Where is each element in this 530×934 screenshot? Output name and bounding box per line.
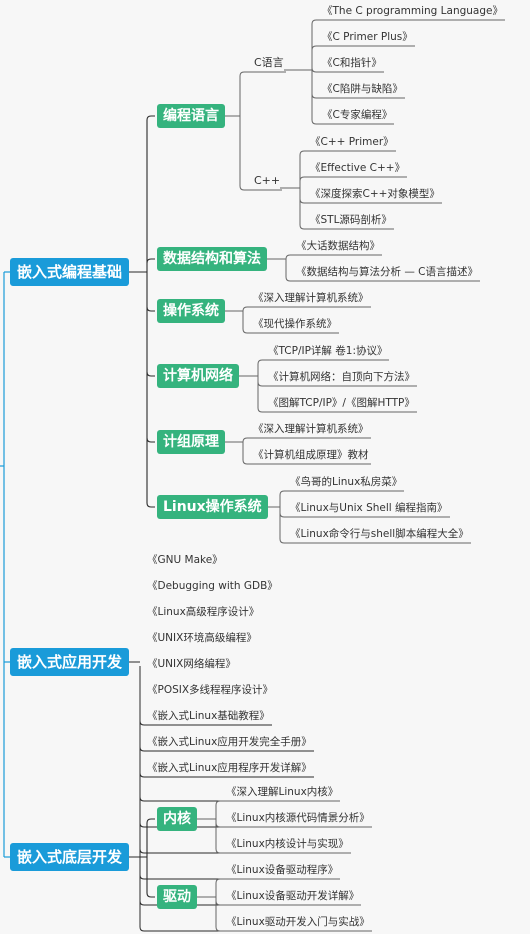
book-item[interactable]: 《Linux内核源代码情景分析》: [226, 812, 370, 824]
book-item[interactable]: 《C++ Primer》: [310, 136, 394, 148]
book-item[interactable]: 《Linux命令行与shell脚本编程大全》: [290, 528, 469, 540]
connector-line: [311, 119, 394, 125]
node-embedded-app-dev[interactable]: 嵌入式应用开发: [10, 648, 130, 676]
connector-line: [279, 538, 471, 544]
connector-line: [215, 848, 351, 854]
book-item[interactable]: 《嵌入式Linux应用开发完全手册》: [147, 736, 312, 748]
book-item[interactable]: 《深入理解计算机系统》: [253, 292, 369, 304]
node-linux-os[interactable]: Linux操作系统: [157, 495, 268, 519]
book-item[interactable]: 《C专家编程》: [322, 109, 393, 121]
connector-line: [285, 276, 480, 282]
connector-line: [239, 71, 286, 77]
book-item[interactable]: 《Debugging with GDB》: [147, 580, 278, 592]
book-item[interactable]: 《深度探索C++对象模型》: [310, 188, 440, 200]
book-item[interactable]: 《大话数据结构》: [296, 240, 380, 252]
node-computer-networks[interactable]: 计算机网络: [157, 364, 239, 388]
connector-line: [215, 878, 340, 884]
connector-line: [299, 150, 396, 156]
connector-line: [242, 459, 371, 465]
book-item[interactable]: 《Effective C++》: [310, 162, 406, 174]
connector-line: [242, 437, 371, 443]
connector-line: [239, 185, 282, 191]
node-data-structures-algorithms[interactable]: 数据结构和算法: [157, 247, 267, 271]
book-item[interactable]: 《现代操作系统》: [253, 318, 337, 330]
connector-line: [299, 224, 394, 230]
node-operating-systems[interactable]: 操作系统: [157, 299, 225, 323]
node-computer-organization[interactable]: 计组原理: [157, 430, 225, 454]
book-item[interactable]: 《Linux内核设计与实现》: [226, 838, 349, 850]
book-item[interactable]: 《C和指针》: [322, 57, 382, 69]
connector-line: [139, 926, 372, 932]
node-c-language[interactable]: C语言: [254, 56, 284, 69]
book-item[interactable]: 《UNIX环境高级编程》: [147, 632, 257, 644]
connector-line: [146, 371, 155, 377]
connector-line: [146, 892, 155, 898]
book-item[interactable]: 《Linux设备驱动开发详解》: [226, 890, 360, 902]
connector-line: [146, 306, 155, 312]
node-cpp[interactable]: C++: [254, 174, 281, 187]
book-item[interactable]: 《Linux与Unix Shell 编程指南》: [290, 502, 448, 514]
book-item[interactable]: 《C Primer Plus》: [322, 31, 413, 43]
book-item[interactable]: 《嵌入式Linux应用程序开发详解》: [147, 762, 312, 774]
book-item[interactable]: 《C陷阱与缺陷》: [322, 83, 403, 95]
connector-line: [311, 45, 415, 51]
connector-line: [146, 258, 155, 264]
connector-line: [257, 407, 417, 413]
node-kernel[interactable]: 内核: [157, 807, 197, 831]
node-drivers[interactable]: 驱动: [157, 885, 197, 909]
connector-line: [279, 490, 404, 496]
book-item[interactable]: 《图解TCP/IP》/《图解HTTP》: [268, 397, 415, 409]
book-item[interactable]: 《计算机组成原理》教材: [253, 449, 369, 461]
node-embedded-low-level-dev[interactable]: 嵌入式底层开发: [10, 843, 130, 871]
connector-line: [257, 359, 389, 365]
connector-line: [285, 254, 382, 260]
connector-line: [242, 328, 339, 334]
connector-line: [242, 306, 371, 312]
book-item[interactable]: 《STL源码剖析》: [310, 214, 392, 226]
book-item[interactable]: 《深入理解Linux内核》: [226, 786, 339, 798]
book-item[interactable]: 《Linux驱动开发入门与实战》: [226, 916, 370, 928]
node-embedded-programming-basics[interactable]: 嵌入式编程基础: [10, 258, 130, 286]
book-item[interactable]: 《计算机网络：自顶向下方法》: [268, 371, 415, 383]
book-item[interactable]: 《The C programming Language》: [322, 5, 503, 17]
book-item[interactable]: 《POSIX多线程程序设计》: [147, 684, 274, 696]
book-item[interactable]: 《鸟哥的Linux私房菜》: [290, 476, 403, 488]
book-item[interactable]: 《数据结构与算法分析 — C语言描述》: [296, 266, 479, 278]
node-programming-languages[interactable]: 编程语言: [157, 104, 225, 128]
connector-line: [146, 502, 155, 508]
connector-line: [146, 115, 155, 121]
connector-line: [215, 926, 372, 932]
connector-line: [215, 800, 340, 806]
book-item[interactable]: 《Linux高级程序设计》: [147, 606, 260, 618]
connector-line: [299, 176, 407, 182]
book-item[interactable]: 《嵌入式Linux基础教程》: [147, 710, 270, 722]
connector-line: [146, 437, 155, 443]
book-item[interactable]: 《深入理解计算机系统》: [253, 423, 369, 435]
book-item[interactable]: 《UNIX网络编程》: [147, 658, 236, 670]
book-item[interactable]: 《GNU Make》: [147, 554, 223, 566]
book-item[interactable]: 《TCP/IP详解 卷1:协议》: [268, 345, 388, 357]
book-item[interactable]: 《Linux设备驱动程序》: [226, 864, 339, 876]
connector-line: [311, 19, 505, 25]
connector-line: [146, 818, 155, 824]
